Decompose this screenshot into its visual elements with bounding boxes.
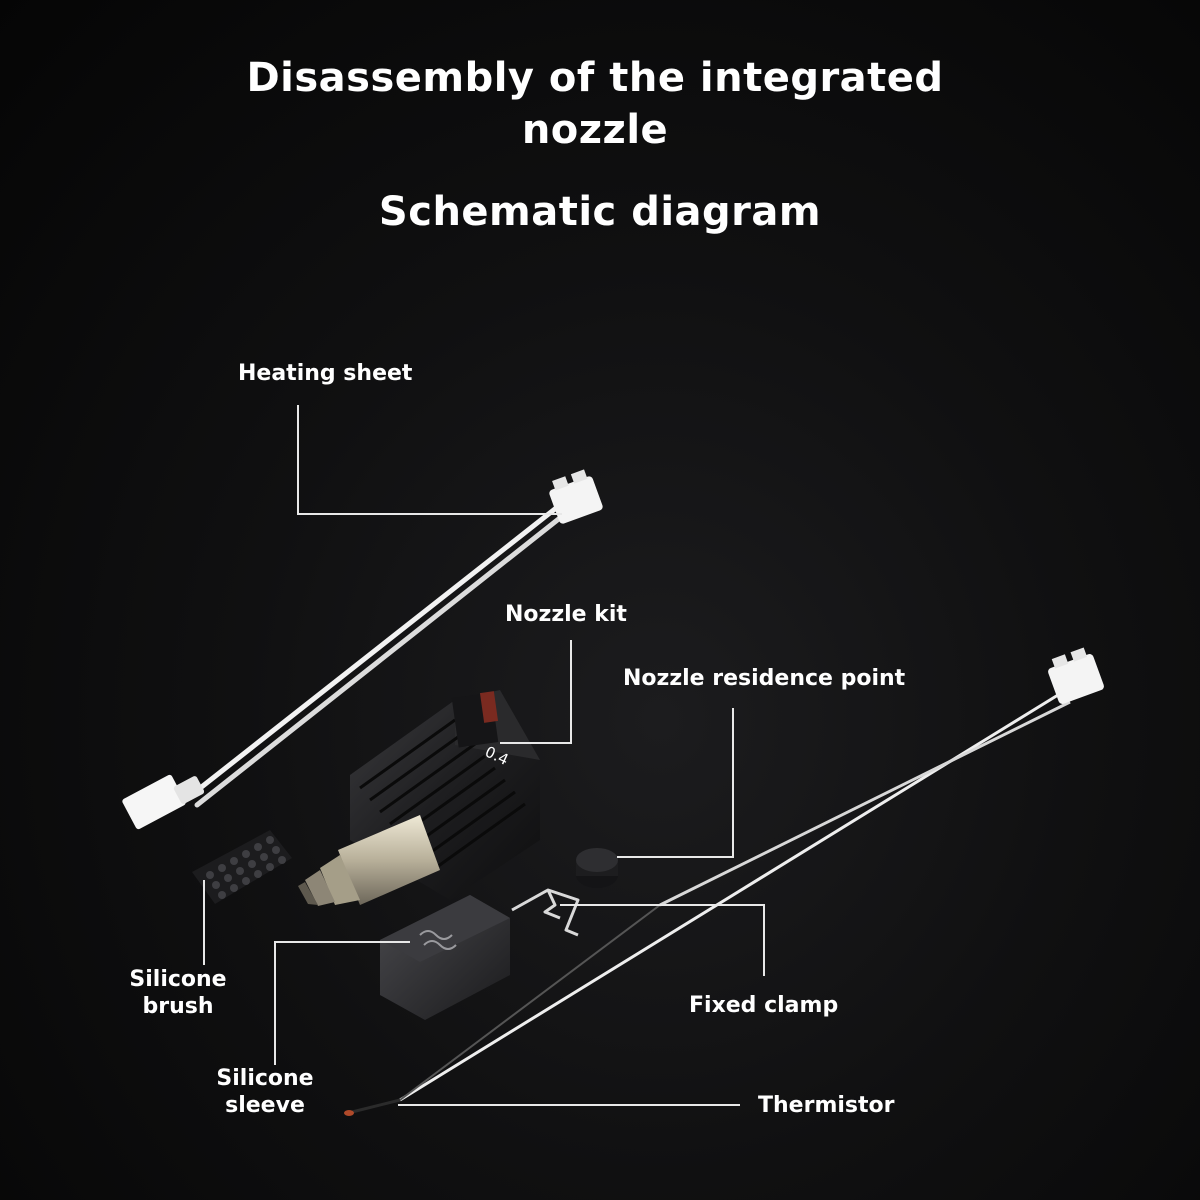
label-fixed-clamp: Fixed clamp <box>689 993 839 1018</box>
silicone-sleeve-part <box>380 895 510 1020</box>
nozzle-part <box>298 815 440 906</box>
page-subtitle: Schematic diagram <box>378 189 822 235</box>
label-silicone-sleeve-line2: sleeve <box>225 1093 305 1118</box>
thermistor-part <box>344 647 1104 1116</box>
heating-sheet-part <box>122 469 603 830</box>
label-thermistor: Thermistor <box>758 1093 895 1118</box>
fixed-clamp-part <box>511 888 580 937</box>
leader-nozzle-kit <box>500 640 572 744</box>
label-silicone-brush-line2: brush <box>142 994 214 1019</box>
label-heating-sheet: Heating sheet <box>238 361 413 386</box>
leader-silicone-sleeve <box>274 941 410 1065</box>
label-nozzle-residence-point: Nozzle residence point <box>623 666 906 691</box>
nozzle-residence-point-part <box>576 848 618 888</box>
leader-fixed-clamp <box>560 904 765 976</box>
label-silicone-brush-line1: Silicone <box>129 967 227 992</box>
leader-heating-sheet <box>297 405 562 515</box>
leader-lines <box>203 405 765 1106</box>
label-nozzle-kit: Nozzle kit <box>505 602 627 627</box>
leader-nozzle-residence <box>617 708 734 858</box>
silicone-brush-part <box>192 830 292 904</box>
page-title: Disassembly of the integrated nozzle <box>246 55 944 153</box>
label-silicone-sleeve-line1: Silicone <box>216 1066 314 1091</box>
